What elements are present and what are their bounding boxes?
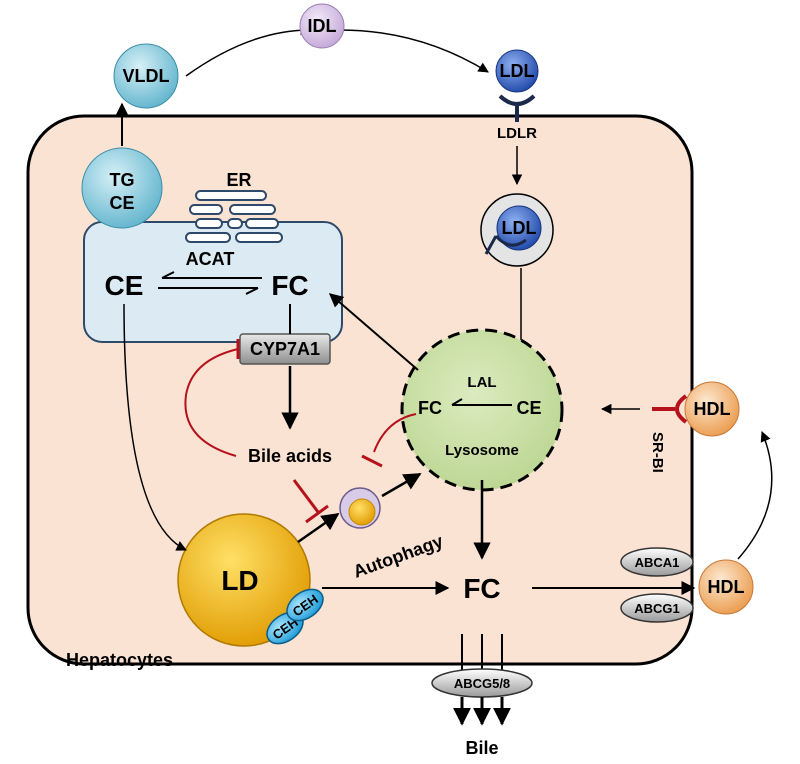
ce-er-label: CE [105,270,144,301]
abcg1-transporter: ABCG1 [620,593,694,623]
bile-label: Bile [465,738,498,758]
idl-to-ldl-arrow [339,29,489,73]
er-label: ER [226,170,251,190]
svg-text:VLDL: VLDL [123,66,170,86]
endosome: LDL [480,193,554,267]
svg-text:Lysosome: Lysosome [445,442,519,459]
ce-to-ld-arrow [123,303,187,551]
svg-text:CE: CE [109,193,134,213]
hdl-particle-bottom: HDL [698,559,754,615]
vldl-particle: VLDL [113,43,179,109]
acat-reversible-arrows [158,271,262,295]
lipid-droplet: LD [177,513,311,647]
lal-arrow [451,398,512,406]
bile-acids-inhibit-cyp7a1 [184,348,239,457]
svg-text:IDL: IDL [308,16,337,36]
svg-text:LDL: LDL [502,218,537,238]
svg-text:ABCA1: ABCA1 [635,555,680,570]
svg-text:CYP7A1: CYP7A1 [250,339,320,359]
hepatocytes-label: Hepatocytes [66,650,173,670]
sr-bi-label: SR-BI [649,432,666,473]
fc-center-label: FC [463,573,500,604]
acat-label: ACAT [186,249,235,269]
lysosome: FC CE LAL Lysosome [400,328,564,492]
fc-er-label: FC [271,270,308,301]
ldl-receptor [498,94,536,122]
svg-text:LAL: LAL [467,374,496,391]
ld-to-autophagy-arrow [297,512,340,544]
svg-text:TG: TG [110,170,135,190]
autophagy-inhibition-bar-1 [305,504,329,524]
svg-text:HDL: HDL [694,399,731,419]
svg-text:HDL: HDL [708,577,745,597]
sr-bi-receptor [652,394,688,424]
abca1-transporter: ABCA1 [620,547,694,577]
cyp7a1-enzyme: CYP7A1 [239,333,331,365]
fc-inhibit-autophagy [373,413,417,453]
ceh-enzyme-2: CEH [286,588,324,622]
svg-text:LD: LD [221,565,258,596]
ldlr-label: LDLR [497,125,537,142]
idl-particle: IDL [299,3,345,49]
bile-acids-label: Bile acids [248,446,332,466]
ldl-particle-surface: LDL [495,49,539,93]
bile-acids-inhibit-autophagy [292,479,320,513]
svg-text:ABCG1: ABCG1 [634,601,680,616]
hdl-recycle-arrow [737,431,773,560]
svg-text:CE: CE [516,398,541,418]
svg-text:LDL: LDL [500,61,535,81]
autophagosome [339,487,381,529]
vldl-to-idl-arrow [185,24,312,77]
autophagy-to-lysosome-arrow [381,472,422,498]
lysosome-to-er-fc-arrow [328,293,419,371]
er-membrane-icon [185,190,283,243]
tg-ce-particle: TG CE [81,147,163,229]
abcg58-to-bile-arrows [453,697,511,726]
svg-text:ABCG5/8: ABCG5/8 [454,676,510,691]
svg-text:FC: FC [418,398,442,418]
autophagy-inhibition-bar-2 [361,454,383,468]
abcg58-transporter: ABCG5/8 [431,668,533,698]
hdl-particle-top: HDL [684,381,740,437]
fc-to-abcg58-lines [461,634,503,670]
